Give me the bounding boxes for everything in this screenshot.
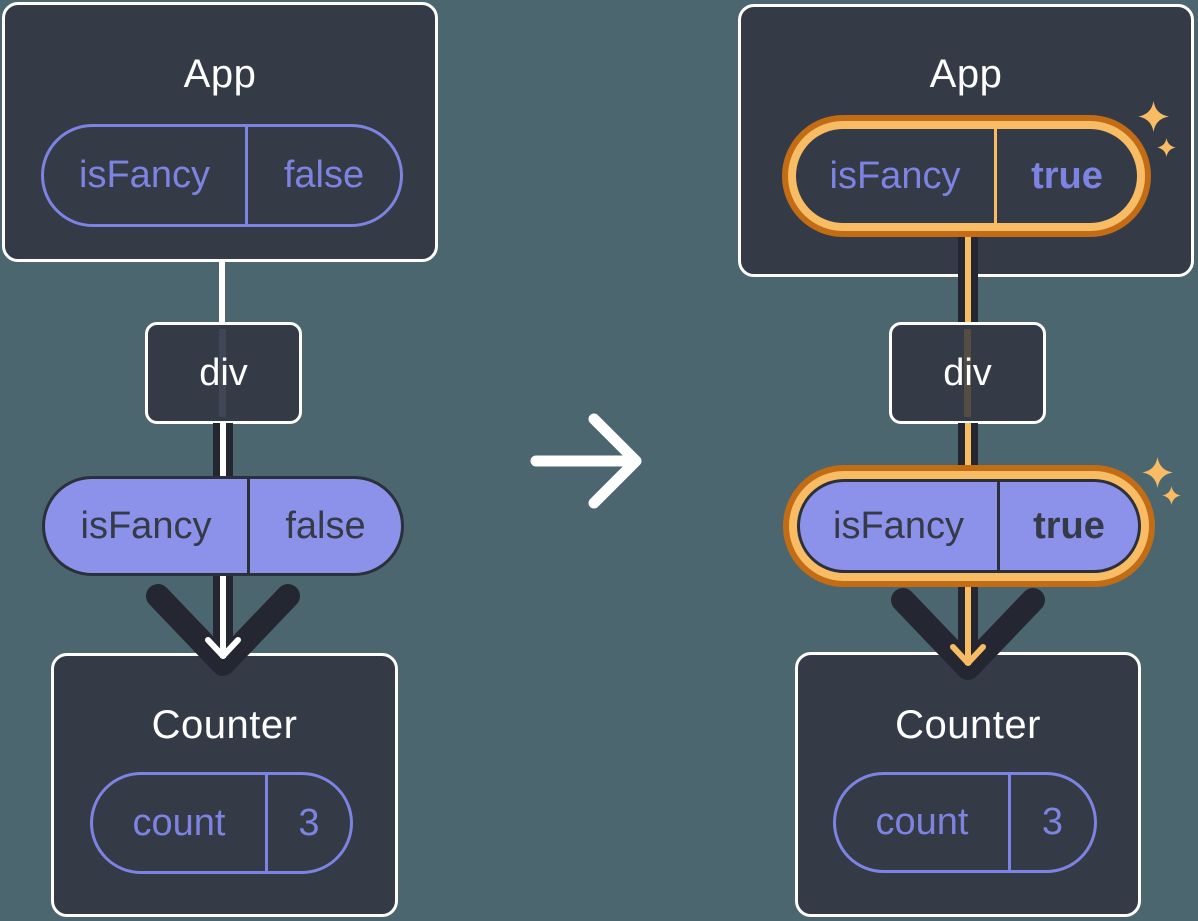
state-value: false [283, 154, 365, 196]
before-prop-arrow-icon [146, 576, 300, 676]
state-name: isFancy [796, 129, 997, 223]
after-prop-arrow-icon [891, 587, 1045, 680]
sparkle-icon [1138, 101, 1169, 132]
before-connector-app-div [219, 259, 225, 323]
pass-through-line [964, 329, 971, 417]
prop-name: isFancy [800, 482, 1000, 570]
after-counter-title: Counter [895, 703, 1041, 747]
before-div-label: div [199, 351, 248, 394]
transition-arrow-icon [530, 413, 642, 509]
prop-name: isFancy [45, 479, 250, 573]
prop-value: true [1033, 504, 1105, 547]
before-counter-state-pill: count 3 [90, 772, 353, 874]
after-app-state-pill-highlight: isFancy true [782, 115, 1151, 237]
after-counter-state-pill: count 3 [833, 772, 1097, 873]
before-div-box: div [145, 322, 302, 424]
after-div-box: div [889, 322, 1046, 424]
state-value: 3 [1041, 801, 1064, 843]
before-app-title: App [183, 52, 257, 96]
after-div-label: div [943, 351, 992, 394]
state-value: true [1031, 154, 1103, 197]
after-prop-pill-highlight: isFancy true [783, 465, 1155, 587]
before-app-state-pill: isFancy false [41, 124, 403, 227]
state-name: count [836, 775, 1011, 870]
state-name: isFancy [44, 127, 248, 224]
pass-through-line [219, 329, 226, 417]
after-connector-div-pill-core [965, 423, 971, 477]
after-app-title: App [929, 52, 1003, 96]
sparkle-icon [1157, 138, 1176, 157]
sparkle-icon [1162, 486, 1181, 505]
before-counter-title: Counter [151, 703, 298, 747]
state-name: count [93, 775, 268, 871]
before-connector-div-pill-core [220, 423, 226, 477]
after-connector-app-div-core [965, 236, 971, 323]
prop-value: false [285, 504, 366, 547]
before-prop-pill: isFancy false [42, 476, 404, 576]
sparkle-icon [1142, 457, 1173, 488]
state-value: 3 [298, 801, 320, 844]
